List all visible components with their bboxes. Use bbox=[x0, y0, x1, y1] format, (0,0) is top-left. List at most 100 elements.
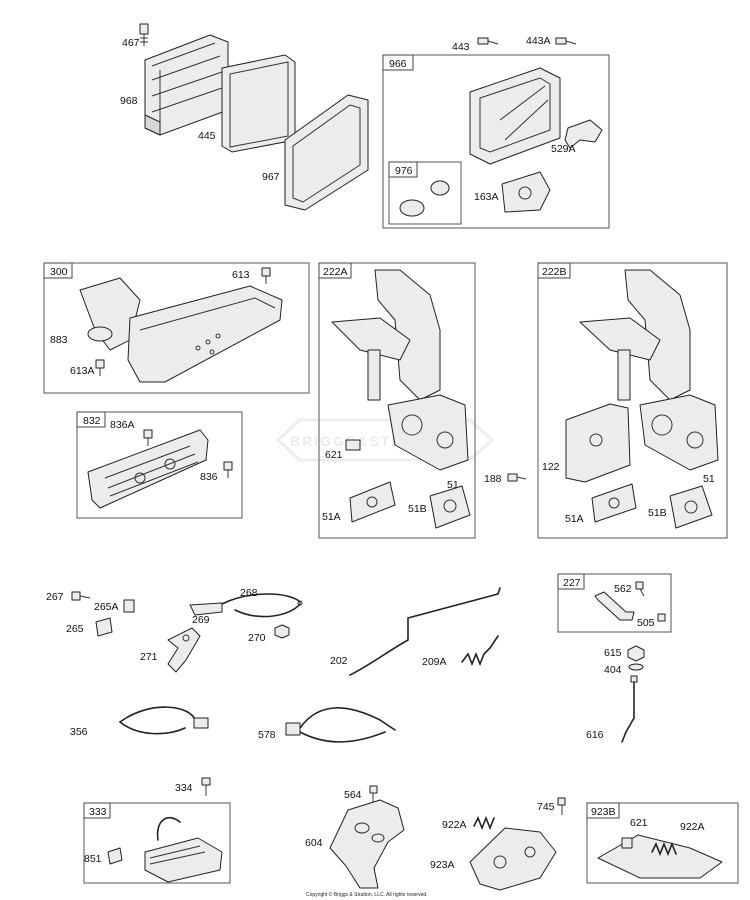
nut-615 bbox=[627, 645, 645, 662]
label-745: 745 bbox=[537, 801, 555, 813]
label-269: 269 bbox=[192, 614, 210, 626]
label-883: 883 bbox=[50, 334, 68, 346]
label-922A-b: 922A bbox=[680, 821, 705, 833]
air-filter-base-968 bbox=[144, 34, 229, 136]
spring-209A bbox=[461, 635, 499, 667]
tag-832 bbox=[76, 411, 106, 428]
label-445: 445 bbox=[198, 130, 216, 142]
tag-227 bbox=[557, 573, 585, 590]
label-621: 621 bbox=[325, 449, 343, 461]
tag-976-text: 976 bbox=[395, 165, 413, 177]
tag-300 bbox=[43, 262, 73, 279]
label-967: 967 bbox=[262, 171, 280, 183]
tag-222A-text: 222A bbox=[323, 266, 348, 278]
label-356: 356 bbox=[70, 726, 88, 738]
gasket-122 bbox=[565, 403, 631, 483]
tag-976 bbox=[388, 161, 418, 178]
label-334: 334 bbox=[175, 782, 193, 794]
group-box-222A bbox=[318, 262, 476, 539]
copyright: Copyright © Briggs & Stratton, LLC. All … bbox=[306, 891, 428, 898]
screw-836A bbox=[143, 429, 153, 446]
label-562: 562 bbox=[614, 583, 632, 595]
spring-922A bbox=[473, 815, 495, 831]
label-271: 271 bbox=[140, 651, 158, 663]
screw-613A bbox=[95, 359, 105, 376]
wire-356 bbox=[119, 706, 209, 735]
group-box-976 bbox=[388, 161, 462, 225]
label-564: 564 bbox=[344, 789, 362, 801]
label-443: 443 bbox=[452, 41, 470, 53]
tag-333 bbox=[83, 802, 111, 819]
label-467: 467 bbox=[122, 37, 140, 49]
gasket-51B bbox=[429, 485, 471, 529]
label-922A: 922A bbox=[442, 819, 467, 831]
nut-505 bbox=[657, 613, 666, 622]
control-plate-923A bbox=[469, 827, 557, 891]
screw-745 bbox=[557, 797, 566, 815]
governor-shaft-616 bbox=[621, 675, 638, 743]
label-615: 615 bbox=[604, 647, 622, 659]
screw-467 bbox=[139, 23, 149, 46]
breather-tube-976 bbox=[399, 180, 450, 217]
label-851: 851 bbox=[84, 853, 102, 865]
tag-222B bbox=[537, 262, 571, 279]
label-968: 968 bbox=[120, 95, 138, 107]
control-bracket-222A bbox=[331, 269, 469, 471]
cable-268 bbox=[221, 593, 303, 618]
gasket-163A bbox=[501, 171, 551, 213]
elbow-529A bbox=[564, 119, 603, 149]
tag-300-text: 300 bbox=[50, 266, 68, 278]
label-621-b: 621 bbox=[630, 817, 648, 829]
pre-cleaner-967 bbox=[284, 94, 369, 211]
wire-578 bbox=[285, 707, 396, 743]
throttle-lever-271 bbox=[167, 627, 201, 673]
label-616: 616 bbox=[586, 729, 604, 741]
group-box-300 bbox=[43, 262, 310, 394]
clip-265A bbox=[123, 599, 135, 613]
label-613A: 613A bbox=[70, 365, 95, 377]
tag-832-text: 832 bbox=[83, 415, 101, 427]
lever-269 bbox=[189, 602, 223, 616]
tag-222B-text: 222B bbox=[542, 266, 567, 278]
screw-613 bbox=[261, 267, 271, 284]
label-209A: 209A bbox=[422, 656, 447, 668]
link-202 bbox=[349, 587, 501, 676]
label-51: 51 bbox=[447, 479, 459, 491]
label-51B-b: 51B bbox=[648, 507, 667, 519]
group-box-966 bbox=[382, 54, 610, 229]
group-box-227 bbox=[557, 573, 672, 633]
washer-404 bbox=[628, 663, 644, 671]
label-270: 270 bbox=[248, 632, 266, 644]
label-529A: 529A bbox=[551, 143, 576, 155]
group-box-923B bbox=[586, 802, 739, 884]
label-604: 604 bbox=[305, 837, 323, 849]
screw-836 bbox=[223, 461, 233, 478]
clip-851 bbox=[107, 847, 123, 865]
label-163A: 163A bbox=[474, 191, 499, 203]
gasket-51A bbox=[349, 481, 396, 523]
gasket-883 bbox=[87, 326, 113, 342]
label-923A: 923A bbox=[430, 859, 455, 871]
clip-621 bbox=[345, 439, 361, 451]
tag-333-text: 333 bbox=[89, 806, 107, 818]
control-bracket-222B bbox=[579, 269, 719, 471]
label-836: 836 bbox=[200, 471, 218, 483]
governor-lever-227 bbox=[594, 591, 635, 621]
shroud-604 bbox=[329, 799, 405, 889]
label-202: 202 bbox=[330, 655, 348, 667]
label-578: 578 bbox=[258, 729, 276, 741]
label-404: 404 bbox=[604, 664, 622, 676]
label-51A: 51A bbox=[322, 511, 341, 523]
label-188: 188 bbox=[484, 473, 502, 485]
label-268: 268 bbox=[240, 587, 258, 599]
muffler-guard-832 bbox=[87, 429, 209, 509]
group-box-832 bbox=[76, 411, 243, 519]
tag-222A bbox=[318, 262, 352, 279]
label-51B: 51B bbox=[408, 503, 427, 515]
screw-188 bbox=[507, 473, 527, 482]
tag-227-text: 227 bbox=[563, 577, 581, 589]
label-265: 265 bbox=[66, 623, 84, 635]
label-51A-b: 51A bbox=[565, 513, 584, 525]
label-836A: 836A bbox=[110, 419, 135, 431]
label-51-b: 51 bbox=[703, 473, 715, 485]
